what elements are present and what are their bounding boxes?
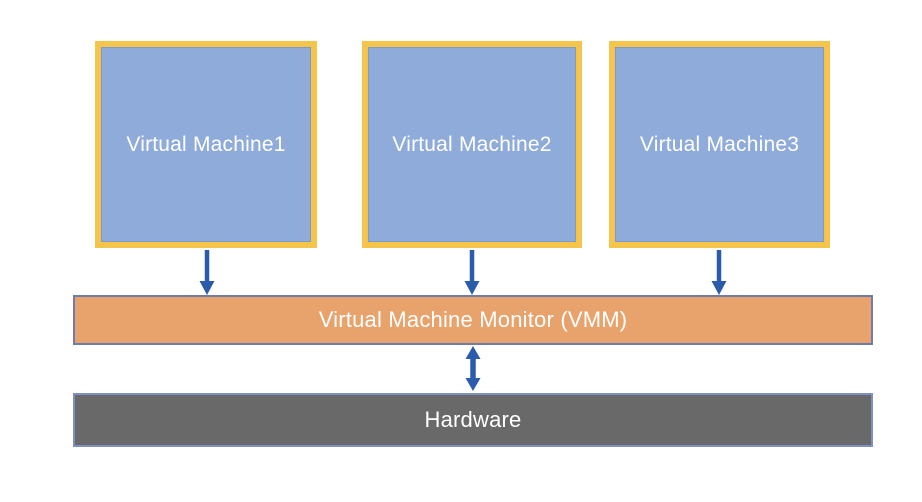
vmm-bar-label: Virtual Machine Monitor (VMM)	[318, 307, 628, 332]
vm-box-3-label: Virtual Machine3	[639, 132, 800, 156]
vm-box-1-body: Virtual Machine1	[101, 47, 311, 242]
vm-box-2-body: Virtual Machine2	[368, 47, 576, 242]
vm-box-1: Virtual Machine1	[95, 41, 317, 248]
hardware-bar: Hardware	[73, 393, 873, 447]
down-arrow-icon	[464, 250, 480, 295]
vm-box-1-label: Virtual Machine1	[126, 132, 286, 156]
vmm-bar: Virtual Machine Monitor (VMM)	[73, 295, 873, 345]
double-vertical-arrow-icon	[465, 346, 481, 391]
vm-box-2: Virtual Machine2	[362, 41, 582, 248]
down-arrow-icon	[711, 250, 727, 295]
hardware-bar-label: Hardware	[424, 407, 522, 432]
vm-box-3: Virtual Machine3	[609, 41, 830, 248]
vm-box-2-label: Virtual Machine2	[392, 132, 552, 156]
down-arrow-icon	[199, 250, 215, 295]
vm-box-3-body: Virtual Machine3	[615, 47, 824, 242]
